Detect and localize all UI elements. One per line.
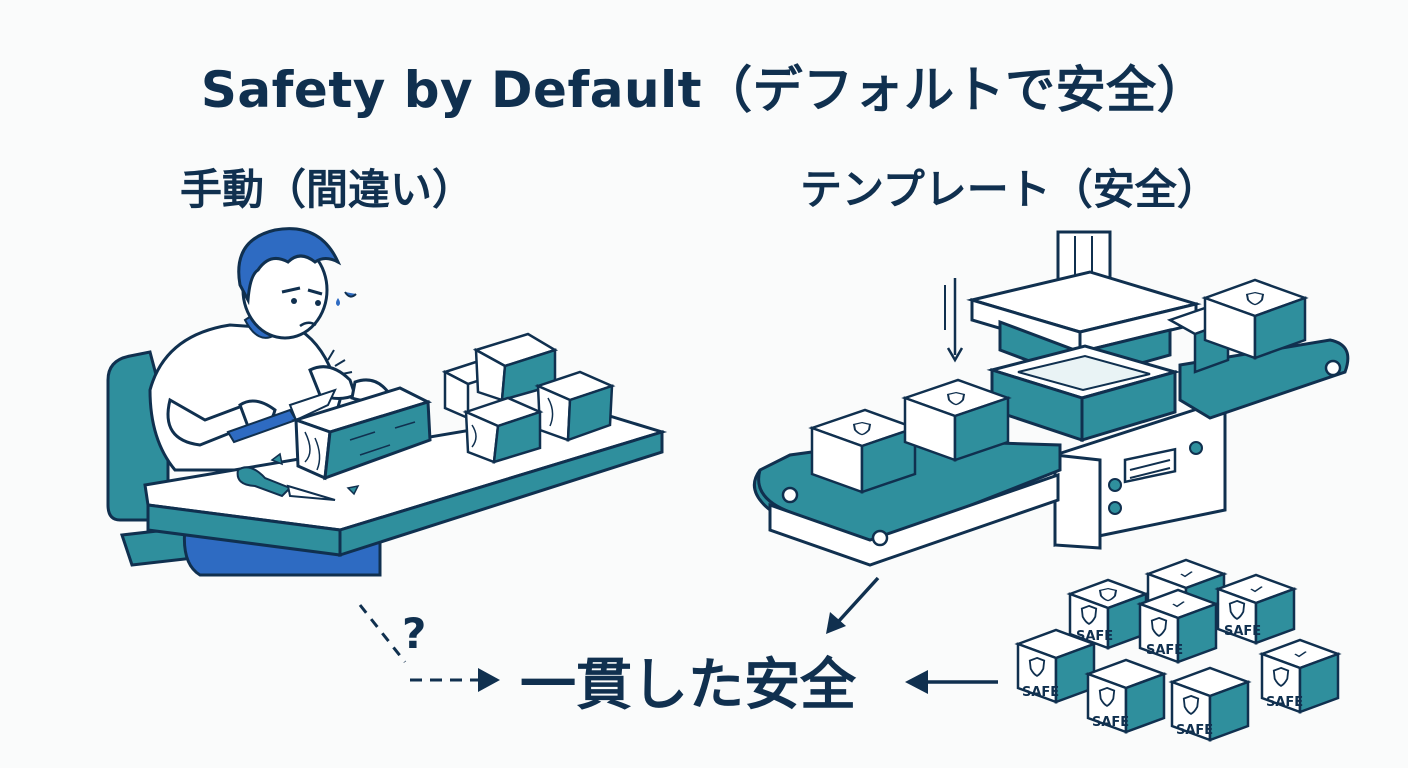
safe-label: SAFE bbox=[1146, 643, 1183, 658]
manual-heading: 手動（間違い） bbox=[180, 165, 475, 214]
safe-label: SAFE bbox=[1022, 685, 1059, 700]
press-down-arrow-icon bbox=[944, 278, 964, 363]
template-heading: テンプレート（安全） bbox=[800, 165, 1219, 214]
safe-box-pile: SAFE SAFE SAFE SAFE bbox=[1014, 558, 1342, 742]
safe-label: SAFE bbox=[1176, 723, 1213, 738]
carving-knife-icon bbox=[236, 452, 360, 501]
press-machine-icon bbox=[966, 230, 1227, 550]
shield-icon bbox=[808, 278, 1309, 494]
result-label: 一貫した安全 bbox=[520, 653, 856, 718]
question-mark: ? bbox=[402, 609, 426, 658]
safe-label: SAFE bbox=[1224, 624, 1261, 639]
uncertain-arrow-icon bbox=[358, 604, 500, 692]
safe-label: SAFE bbox=[1092, 715, 1129, 730]
arrow-icon bbox=[826, 576, 998, 694]
rough-block-icon bbox=[291, 332, 616, 481]
safe-label: SAFE bbox=[1266, 695, 1303, 710]
page-title: Safety by Default（デフォルトで安全） bbox=[200, 61, 1208, 119]
